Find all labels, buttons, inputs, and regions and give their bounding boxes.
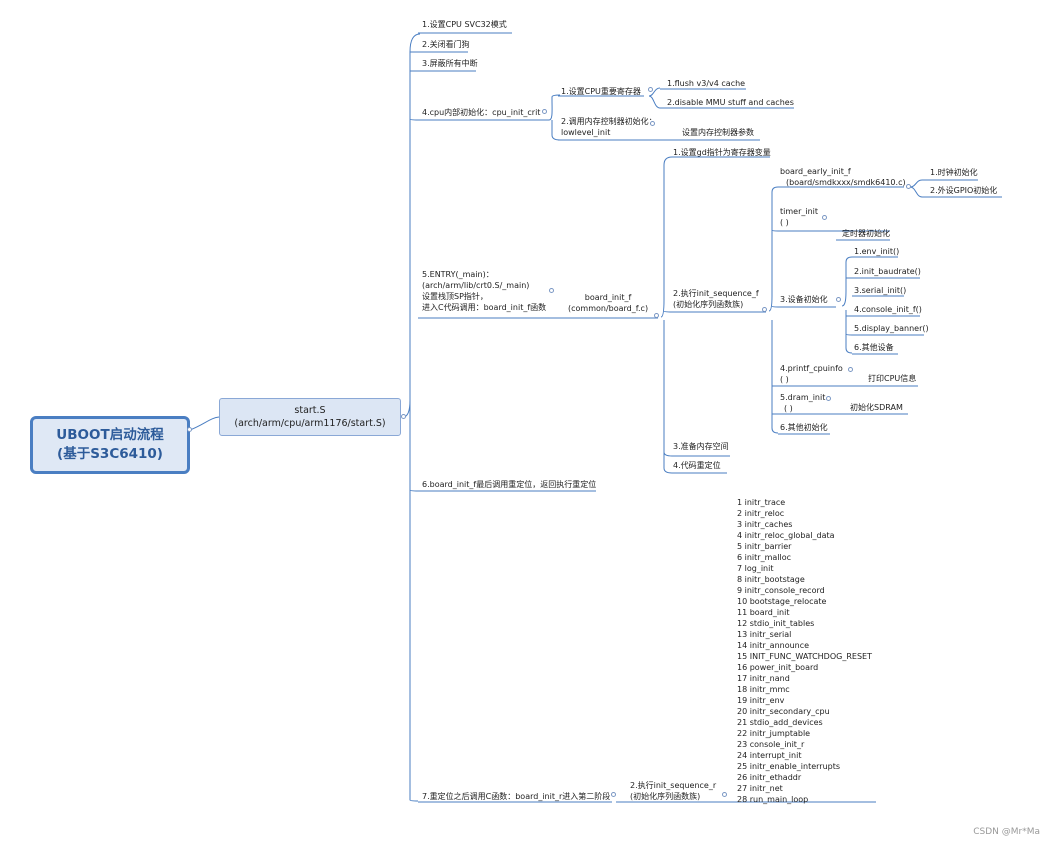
init-r-item: 6 initr_malloc	[737, 553, 792, 562]
init-sdram[interactable]: 初始化SDRAM	[850, 403, 903, 412]
collapse-toggle-timer-init[interactable]	[822, 215, 827, 220]
init-r-item: 16 power_init_board	[737, 663, 819, 672]
init-r-item: 25 initr_enable_interrupts	[737, 762, 841, 771]
init-r-item: 9 initr_console_record	[737, 586, 825, 595]
board-init-f-node[interactable]: board_init_f (common/board_f.c)	[568, 293, 649, 313]
collapse-toggle-cpu-registers[interactable]	[648, 87, 653, 92]
console-init-f[interactable]: 4.console_init_f()	[854, 305, 922, 314]
serial-init[interactable]: 3.serial_init()	[854, 286, 907, 295]
init-r-item: 20 initr_secondary_cpu	[737, 707, 830, 716]
init-r-item: 8 initr_bootstage	[737, 575, 805, 584]
printf-cpuinfo[interactable]: 4.printf_cpuinfo ( )	[780, 364, 843, 384]
timer-init-child[interactable]: 定时器初始化	[842, 229, 890, 238]
init-r-item: 18 initr_mmc	[737, 685, 790, 694]
init-r-item: 28 run_main_loop	[737, 795, 809, 804]
dram-init[interactable]: 5.dram_init ( )	[780, 393, 826, 413]
print-cpu-info[interactable]: 打印CPU信息	[868, 374, 917, 383]
step-4-cpu-registers[interactable]: 1.设置CPU重要寄存器	[561, 87, 641, 96]
init-r-item: 14 initr_announce	[737, 641, 810, 650]
other-init[interactable]: 6.其他初始化	[780, 423, 828, 432]
init-r-item: 5 initr_barrier	[737, 542, 792, 551]
start-s-title: start.S	[294, 405, 326, 416]
collapse-toggle-init-sequence-r[interactable]	[722, 792, 727, 797]
disable-mmu[interactable]: 2.disable MMU stuff and caches	[667, 98, 794, 107]
collapse-toggle-dram-init[interactable]	[826, 396, 831, 401]
display-banner[interactable]: 5.display_banner()	[854, 324, 929, 333]
watermark: CSDN @Mr*Ma	[973, 827, 1040, 837]
collapse-toggle-printf-cpuinfo[interactable]	[848, 367, 853, 372]
collapse-toggle-init-sequence-f[interactable]	[762, 307, 767, 312]
root-title: UBOOT启动流程	[56, 427, 164, 443]
collapse-toggle-board-init-f[interactable]	[654, 313, 659, 318]
init-r-item: 4 initr_reloc_global_data	[737, 531, 835, 540]
init-r-item: 15 INIT_FUNC_WATCHDOG_RESET	[737, 652, 872, 661]
timer-init[interactable]: timer_init ( )	[780, 207, 819, 227]
init-r-item: 26 initr_ethaddr	[737, 773, 802, 782]
root-node[interactable]: UBOOT启动流程 (基于S3C6410)	[30, 416, 190, 474]
init-r-item: 19 initr_env	[737, 696, 785, 705]
step-1[interactable]: 1.设置CPU SVC32模式	[422, 20, 507, 29]
gpio-init[interactable]: 2.外设GPIO初始化	[930, 186, 998, 195]
step-4-lowlevel-init[interactable]: 2.调用内存控制器初始化： lowlevel_init	[561, 117, 657, 137]
init-r-item: 3 initr_caches	[737, 520, 793, 529]
clock-init[interactable]: 1.时钟初始化	[930, 168, 978, 177]
init-r-item: 27 initr_net	[737, 784, 783, 793]
step-6[interactable]: 6.board_init_f最后调用重定位，返回执行重定位	[422, 480, 597, 489]
init-r-item: 10 bootstage_relocate	[737, 597, 827, 606]
collapse-toggle-step-7[interactable]	[611, 792, 616, 797]
collapse-toggle-step-5[interactable]	[549, 288, 554, 293]
code-relocation[interactable]: 4.代码重定位	[673, 461, 721, 470]
init-r-item: 24 interrupt_init	[737, 751, 802, 760]
init-r-item: 21 stdio_add_devices	[737, 718, 823, 727]
init-baudrate[interactable]: 2.init_baudrate()	[854, 267, 921, 276]
step-3[interactable]: 3.屏蔽所有中断	[422, 59, 478, 68]
start-s-node[interactable]: start.S (arch/arm/cpu/arm1176/start.S)	[219, 398, 401, 436]
start-s-path: (arch/arm/cpu/arm1176/start.S)	[234, 418, 386, 429]
board-early-init-f[interactable]: board_early_init_f (board/smdkxxx/smdk64…	[780, 167, 906, 187]
collapse-toggle-lowlevel-init[interactable]	[650, 121, 655, 126]
init-r-item: 13 initr_serial	[737, 630, 792, 639]
init-r-item: 1 initr_trace	[737, 498, 786, 507]
root-subtitle: (基于S3C6410)	[57, 446, 163, 462]
memory-controller-params[interactable]: 设置内存控制器参数	[682, 128, 754, 137]
init-r-item: 23 console_init_r	[737, 740, 805, 749]
collapse-toggle-device-init[interactable]	[836, 297, 841, 302]
other-devices[interactable]: 6.其他设备	[854, 343, 894, 352]
init-r-item: 12 stdio_init_tables	[737, 619, 815, 628]
init-r-item: 11 board_init	[737, 608, 790, 617]
collapse-toggle-board-early-init[interactable]	[906, 184, 911, 189]
trunk	[402, 33, 421, 802]
step-5-entry-main[interactable]: 5.ENTRY(_main)： (arch/arm/lib/crt0.S/_ma…	[422, 270, 547, 312]
step-4[interactable]: 4.cpu内部初始化：cpu_init_crit	[422, 108, 541, 117]
step-2[interactable]: 2.关闭看门狗	[422, 40, 470, 49]
collapse-toggle-step-4[interactable]	[542, 109, 547, 114]
collapse-toggle-start-s[interactable]	[401, 414, 406, 419]
init-r-item: 2 initr_reloc	[737, 509, 785, 518]
env-init[interactable]: 1.env_init()	[854, 247, 900, 256]
collapse-toggle-root[interactable]	[187, 427, 192, 432]
init-sequence-f[interactable]: 2.执行init_sequence_f (初始化序列函数族)	[673, 289, 759, 309]
prepare-memory[interactable]: 3.准备内存空间	[673, 442, 729, 451]
init-r-function-list[interactable]: 1 initr_trace 2 initr_reloc 3 initr_caches…	[737, 497, 872, 805]
init-r-item: 22 initr_jumptable	[737, 729, 811, 738]
step-7[interactable]: 7.重定位之后调用C函数：board_init_r进入第二阶段	[422, 792, 611, 801]
init-sequence-r[interactable]: 2.执行init_sequence_r (初始化序列函数族)	[630, 781, 717, 801]
device-init[interactable]: 3.设备初始化	[780, 295, 828, 304]
set-gd-pointer[interactable]: 1.设置gd指针为寄存器变量	[673, 148, 771, 157]
flush-cache[interactable]: 1.flush v3/v4 cache	[667, 79, 746, 88]
init-r-item: 7 log_init	[737, 564, 774, 573]
init-r-item: 17 initr_nand	[737, 674, 790, 683]
link-root-main	[189, 416, 220, 431]
